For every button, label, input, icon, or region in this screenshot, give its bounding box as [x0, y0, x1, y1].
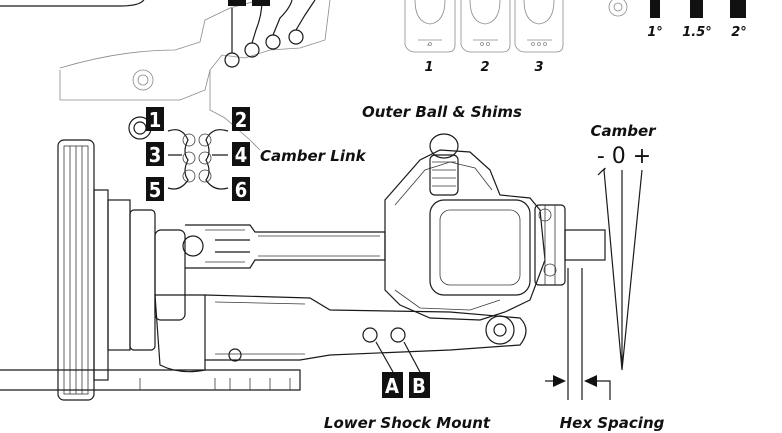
wheel-assembly	[0, 139, 301, 401]
svg-text:B: B	[412, 374, 426, 398]
degree-label-1-5: 1.5°	[682, 25, 712, 40]
svg-text:5: 5	[149, 178, 162, 202]
spacer-number-2: 2	[480, 60, 489, 75]
angle-wedges: 1° 1.5° 2°	[608, 0, 747, 40]
shock-hole-badge-b: B	[409, 372, 430, 398]
link-hole-badge-3: 3	[146, 142, 164, 167]
svg-text:4: 4	[235, 143, 248, 167]
camber-link-holes: 1 2 3 4 5 6	[146, 107, 250, 202]
camber-label: Camber	[590, 122, 657, 140]
camber-link-rod	[182, 224, 386, 269]
svg-text:6: 6	[235, 178, 248, 202]
hex-spacing-indicator	[545, 268, 611, 400]
hex-spacing-label: Hex Spacing	[560, 414, 665, 432]
camber-scale: - 0 +	[597, 144, 651, 169]
shock-mount-holes: A B	[375, 341, 430, 398]
chassis-plate	[59, 0, 331, 151]
spacer-blocks: 1 2 3	[404, 0, 564, 75]
link-hole-badge-1: 1	[146, 107, 164, 132]
shock-hole-badge-a: A	[382, 372, 403, 398]
spacer-number-3: 3	[534, 60, 543, 75]
svg-text:A: A	[385, 374, 399, 398]
spacer-block-3	[514, 0, 564, 53]
spacer-block-2	[460, 0, 511, 53]
spacer-number-1: 1	[424, 60, 433, 75]
lower-shock-mount-label: Lower Shock Mount	[324, 414, 491, 432]
camber-link-label: Camber Link	[260, 147, 367, 165]
outer-ball-label: Outer Ball & Shims	[362, 103, 522, 121]
lower-arm	[204, 294, 527, 362]
link-hole-badge-4: 4	[232, 142, 250, 167]
camber-indicator	[597, 167, 643, 371]
hub-carrier	[384, 133, 606, 321]
svg-text:3: 3	[149, 143, 162, 167]
link-hole-badge-5: 5	[146, 177, 164, 202]
degree-label-2: 2°	[731, 25, 747, 40]
link-hole-badge-2: 2	[232, 107, 250, 132]
top-adjustment-holes	[224, 0, 316, 68]
degree-label-1: 1°	[647, 25, 663, 40]
top-left-frame	[0, 0, 145, 7]
svg-text:1: 1	[149, 108, 162, 132]
link-hole-badge-6: 6	[232, 177, 250, 202]
svg-text:2: 2	[235, 108, 248, 132]
spacer-block-1	[404, 0, 456, 53]
